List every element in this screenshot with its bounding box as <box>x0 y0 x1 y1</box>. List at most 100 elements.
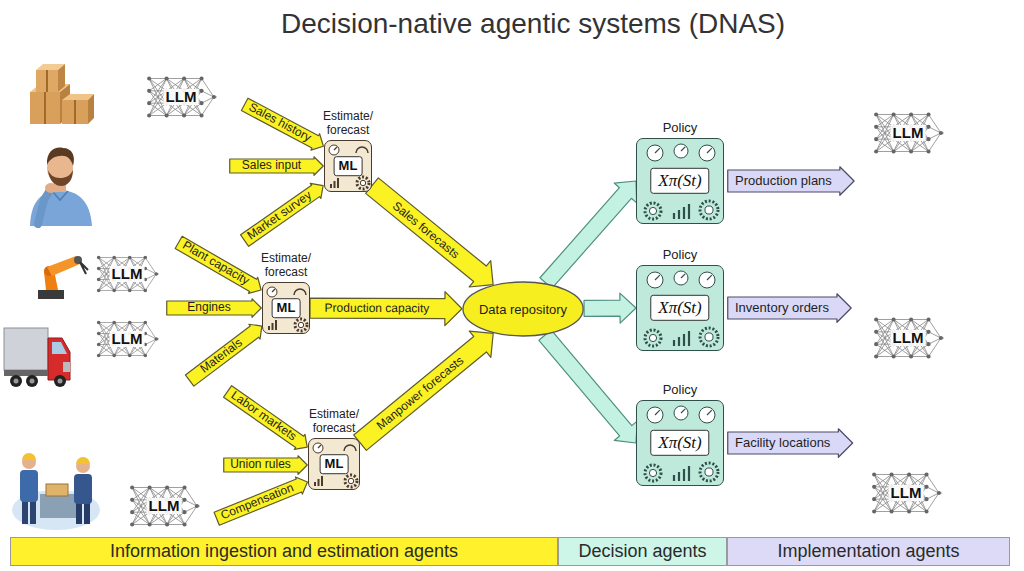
arrow-label: Union rules <box>230 458 291 471</box>
flow-arrow <box>540 181 637 288</box>
level-bar <box>337 178 339 188</box>
model-tag: ML <box>320 454 349 474</box>
gear-hub <box>705 468 713 476</box>
gear-hub <box>705 206 713 214</box>
gear-icon <box>645 330 661 346</box>
dial-needle <box>707 275 712 280</box>
arrow-outline <box>728 167 854 196</box>
level-bar <box>683 207 685 219</box>
estimator-box: Estimate/ forecastML <box>308 438 360 490</box>
dial-needle <box>681 409 685 413</box>
gear-hub <box>360 180 365 185</box>
estimator-box: Estimate/ forecastML <box>262 282 310 334</box>
hub-label: Data repository <box>479 302 567 317</box>
arrow-outline <box>728 429 853 458</box>
network-label: LLM <box>110 331 145 347</box>
network-label: LLM <box>164 89 199 105</box>
level-bar <box>673 213 675 219</box>
band-label: Implementation agents <box>777 541 959 562</box>
dial-needle <box>707 410 712 415</box>
gear-icon <box>645 203 661 219</box>
gear-icon <box>345 475 357 487</box>
dial-needle <box>655 148 660 153</box>
estimator-box: Estimate/ forecastML <box>324 140 372 192</box>
output-arrow: Facility locations <box>727 428 853 458</box>
arrow-label: Facility locations <box>735 436 830 450</box>
level-bar <box>673 340 675 346</box>
dial-needle <box>681 147 685 151</box>
band-label: Decision agents <box>578 541 706 562</box>
input-arrow: Engines <box>166 298 262 318</box>
person-illustration <box>30 148 92 226</box>
section-band: Information ingestion and estimation age… <box>10 537 558 566</box>
level-bar <box>683 469 685 481</box>
level-bar <box>673 475 675 481</box>
gear-hub <box>649 469 656 476</box>
dial-icon <box>313 443 323 453</box>
dial-needle <box>318 445 321 448</box>
flow-label: Production capacity <box>323 301 432 315</box>
arrow-label: Labor markets <box>228 389 298 444</box>
decision-engine-box: PolicyXπ(St) <box>636 400 724 486</box>
dial-icon <box>674 271 688 285</box>
arrow-label: Plant capacity <box>180 239 251 288</box>
input-arrow: Labor markets <box>221 383 313 456</box>
parcel-boxes-illustration <box>30 64 94 124</box>
dial-icon <box>647 272 663 288</box>
formula-tag: Xπ(St) <box>650 430 709 456</box>
dial-needle <box>707 148 712 153</box>
flow-label: Sales forecasts <box>388 197 463 262</box>
dial-needle <box>334 147 337 150</box>
dial-needle <box>655 410 660 415</box>
dial-needle <box>655 275 660 280</box>
hub-ellipse: Data repository <box>462 281 584 337</box>
gear-hub <box>649 207 656 214</box>
level-bar <box>688 204 690 219</box>
box-heading: Estimate/ forecast <box>323 110 373 138</box>
level-bar <box>678 337 680 346</box>
dial-icon <box>647 407 663 423</box>
diagram-title: Decision-native agentic systems (DNAS) <box>281 8 785 40</box>
robot-arm-illustration <box>38 256 88 299</box>
network-icons <box>99 78 944 524</box>
dial-icon <box>674 144 688 158</box>
flow-arrow <box>310 292 462 326</box>
level-bar <box>334 181 336 188</box>
arrow-label: Compensation <box>219 482 296 523</box>
level-bar <box>272 323 274 330</box>
decision-engine-box: PolicyXπ(St) <box>636 138 724 224</box>
flow-label: Manpower forecasts <box>372 352 468 434</box>
box-heading: Policy <box>663 383 698 398</box>
level-bar <box>314 482 316 486</box>
gear-hub <box>298 322 303 327</box>
dial-needle <box>272 289 275 292</box>
level-bar <box>688 466 690 481</box>
section-band: Implementation agents <box>727 537 1010 566</box>
gear-icon <box>645 465 661 481</box>
level-bar <box>688 331 690 346</box>
dial-icon <box>699 272 715 288</box>
network-label: LLM <box>110 266 145 282</box>
band-label: Information ingestion and estimation age… <box>110 541 458 562</box>
arrow-outline <box>213 474 311 528</box>
truck-illustration <box>4 328 70 387</box>
section-band: Decision agents <box>558 537 727 566</box>
gauge-arc <box>356 147 368 153</box>
input-arrow: Union rules <box>223 455 308 475</box>
level-bar <box>678 472 680 481</box>
network-label: LLM <box>889 485 924 501</box>
dial-icon <box>329 145 339 155</box>
arrow-label: Engines <box>187 301 230 314</box>
gear-hub <box>649 334 656 341</box>
input-arrow: Sales history <box>239 96 328 156</box>
input-arrow: Materials <box>182 318 268 389</box>
level-bar <box>318 479 320 486</box>
gear-hub <box>348 478 353 483</box>
arrow-outline <box>184 319 267 388</box>
level-bar <box>330 184 332 188</box>
arrow-outline <box>230 157 324 176</box>
network-label: LLM <box>147 498 182 514</box>
decision-engine-box: PolicyXπ(St) <box>636 265 724 351</box>
box-heading: Policy <box>663 121 698 136</box>
network-label: LLM <box>891 330 926 346</box>
